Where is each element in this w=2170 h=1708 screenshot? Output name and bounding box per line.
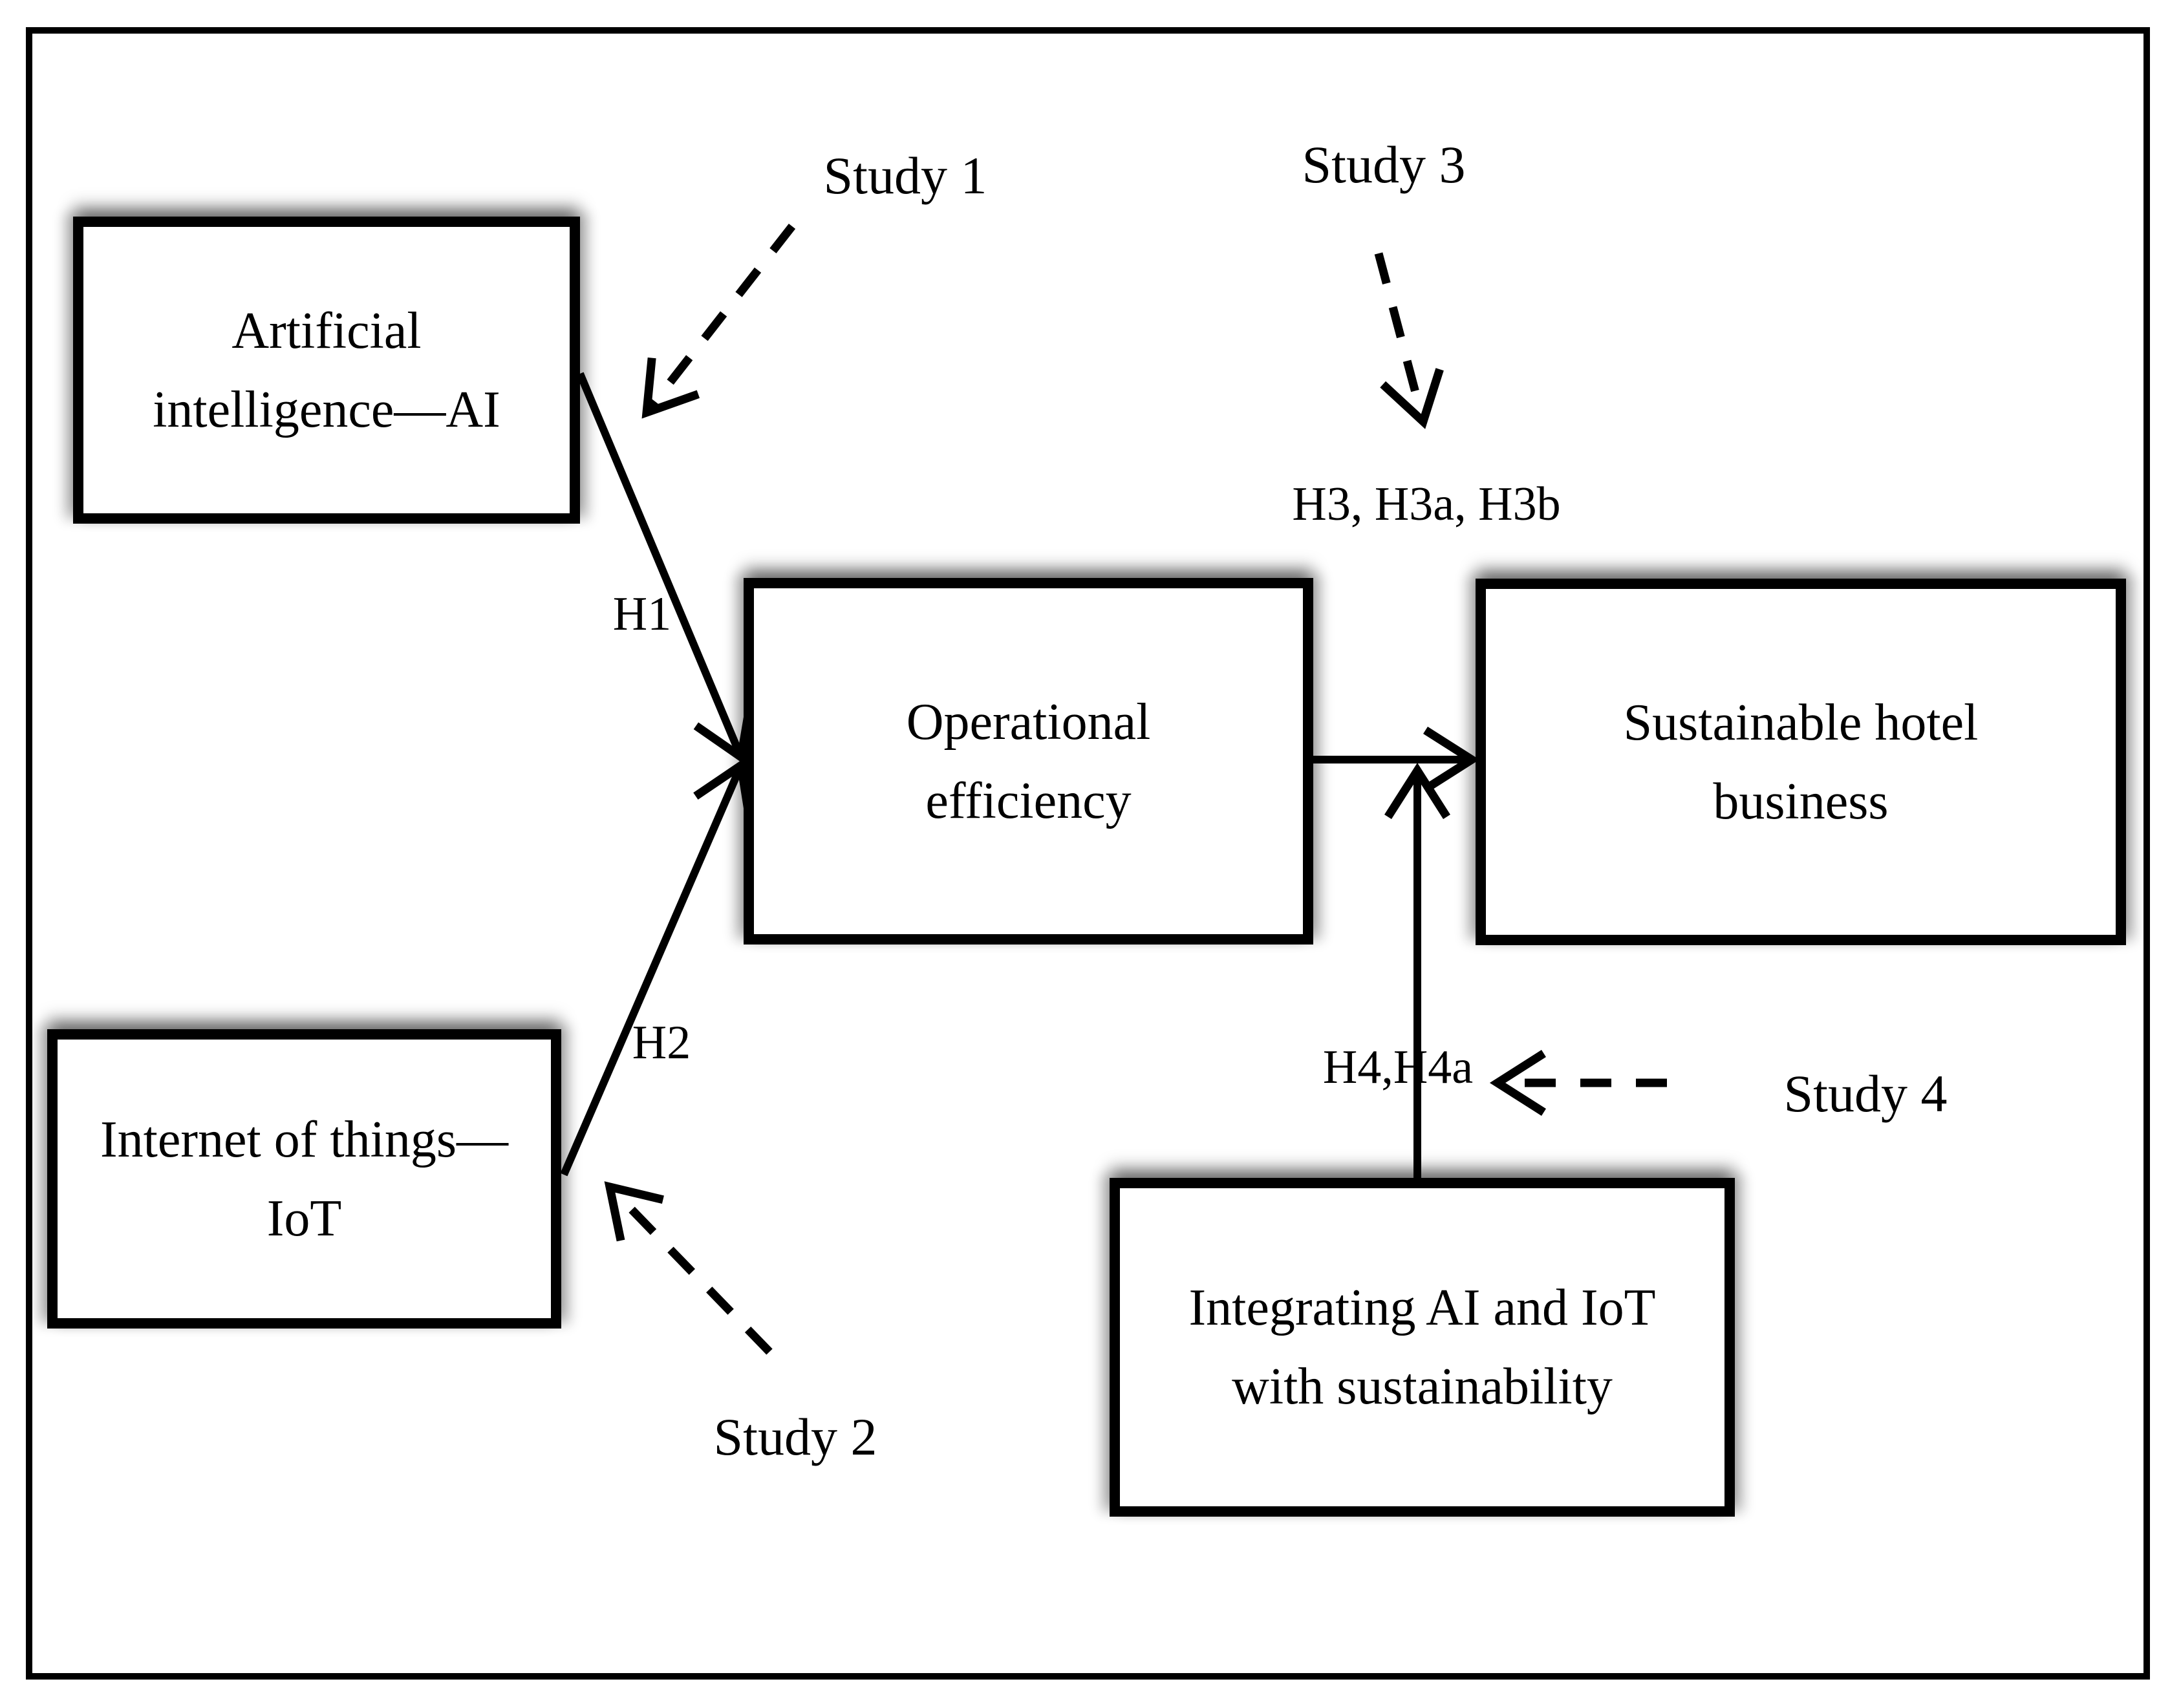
box-label-line: Operational bbox=[906, 693, 1151, 751]
box-label-line: Internet of things— bbox=[100, 1111, 508, 1168]
h2-hypothesis-label: H2 bbox=[632, 1016, 691, 1069]
box-label-line: Artificial bbox=[231, 302, 422, 359]
study1-dashed-arrow bbox=[641, 223, 796, 419]
h1-arrow bbox=[576, 372, 755, 765]
study3-label: Study 3 bbox=[1302, 135, 1466, 194]
figure-border bbox=[26, 27, 2150, 1680]
box-operational-efficiency: Operational efficiency bbox=[744, 578, 1313, 945]
study1-label: Study 1 bbox=[823, 146, 987, 205]
h3-hypothesis-label: H3, H3a, H3b bbox=[1292, 478, 1561, 531]
box-artificial-intelligence: Artificial intelligence—AI bbox=[73, 217, 580, 524]
box-label-line: IoT bbox=[266, 1190, 342, 1247]
h2-arrow bbox=[560, 758, 754, 1177]
box-label-line: Sustainable hotel bbox=[1623, 694, 1979, 751]
h1-hypothesis-label: H1 bbox=[612, 588, 672, 641]
box-label-line: business bbox=[1713, 773, 1889, 830]
box-sustainable-hotel-business: Sustainable hotel business bbox=[1476, 579, 2126, 945]
box-label-line: Integrating AI and IoT bbox=[1188, 1279, 1656, 1336]
box-label-line: efficiency bbox=[925, 772, 1132, 829]
study4-label: Study 4 bbox=[1783, 1064, 1948, 1123]
study2-dashed-arrow bbox=[604, 1181, 773, 1355]
study3-dashed-arrow bbox=[1374, 252, 1444, 429]
box-integrating-ai-iot-sustainability: Integrating AI and IoT with sustainabili… bbox=[1110, 1178, 1735, 1517]
study2-label: Study 2 bbox=[713, 1407, 877, 1466]
box-label-line: with sustainability bbox=[1232, 1358, 1613, 1415]
h4-hypothesis-label: H4,H4a bbox=[1322, 1041, 1474, 1094]
box-label-line: intelligence—AI bbox=[153, 381, 500, 438]
box-internet-of-things: Internet of things— IoT bbox=[47, 1029, 561, 1329]
